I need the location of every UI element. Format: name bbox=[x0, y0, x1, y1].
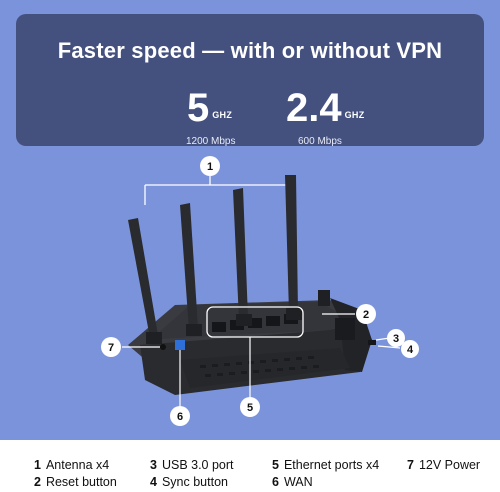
legend-item-label: 12V Power bbox=[418, 458, 481, 472]
legend-item-label: Ethernet ports x4 bbox=[283, 458, 380, 472]
band-24ghz-rate: 600 Mbps bbox=[298, 136, 342, 147]
callout-6-label: 6 bbox=[177, 411, 183, 423]
callout-4-label: 4 bbox=[407, 344, 414, 356]
callout-2 bbox=[356, 304, 376, 324]
legend-item-number: 6 bbox=[272, 475, 279, 489]
legend-item: 5 Ethernet ports x4 bbox=[272, 458, 379, 472]
banner-headline: Faster speed — with or without VPN bbox=[57, 38, 443, 63]
callout-1 bbox=[200, 156, 220, 176]
antennas bbox=[128, 175, 330, 344]
legend-item-number: 7 bbox=[407, 458, 414, 472]
legend-item-number: 1 bbox=[34, 458, 41, 472]
band-5ghz-value: 5 bbox=[187, 86, 210, 130]
leader-lines bbox=[122, 313, 401, 407]
callout-3-label: 3 bbox=[393, 333, 399, 345]
callout-1-label: 1 bbox=[207, 161, 213, 173]
antenna-bracket bbox=[144, 176, 291, 205]
legend-item-label: Reset button bbox=[45, 475, 117, 489]
callout-4 bbox=[401, 340, 419, 358]
callout-7 bbox=[101, 337, 121, 357]
ports-highlight bbox=[206, 306, 304, 338]
legend-item: 6 WAN bbox=[272, 475, 313, 489]
band-24ghz-value: 2.4 bbox=[286, 86, 342, 130]
legend-item-number: 4 bbox=[150, 475, 157, 489]
router-illustration: 1 2 3 4 5 6 7 bbox=[101, 156, 419, 426]
legend-item-label: USB 3.0 port bbox=[161, 458, 234, 472]
router-body bbox=[128, 298, 376, 395]
legend-item: 7 12V Power bbox=[407, 458, 480, 472]
legend-item: 1 Antenna x4 bbox=[34, 458, 109, 472]
callout-5-label: 5 bbox=[247, 402, 253, 414]
legend-item: 4 Sync button bbox=[150, 475, 228, 489]
callout-7-label: 7 bbox=[108, 342, 114, 354]
callout-3 bbox=[387, 329, 405, 347]
callout-markers: 1 2 3 4 5 6 7 bbox=[101, 156, 419, 426]
legend-item-number: 3 bbox=[150, 458, 157, 472]
legend-item-label: WAN bbox=[283, 475, 313, 489]
wan-port bbox=[175, 340, 185, 350]
legend-item-label: Antenna x4 bbox=[45, 458, 110, 472]
legend-item-label: Sync button bbox=[161, 475, 228, 489]
legend-item-number: 2 bbox=[34, 475, 41, 489]
callout-2-label: 2 bbox=[363, 309, 369, 321]
band-5ghz-unit: GHZ bbox=[212, 110, 233, 120]
callout-6 bbox=[170, 406, 190, 426]
legend-item: 3 USB 3.0 port bbox=[150, 458, 234, 472]
band-24ghz-unit: GHZ bbox=[344, 110, 365, 120]
callout-5 bbox=[240, 397, 260, 417]
legend-item: 2 Reset button bbox=[34, 475, 117, 489]
legend-item-number: 5 bbox=[272, 458, 279, 472]
band-5ghz-rate: 1200 Mbps bbox=[186, 136, 236, 147]
